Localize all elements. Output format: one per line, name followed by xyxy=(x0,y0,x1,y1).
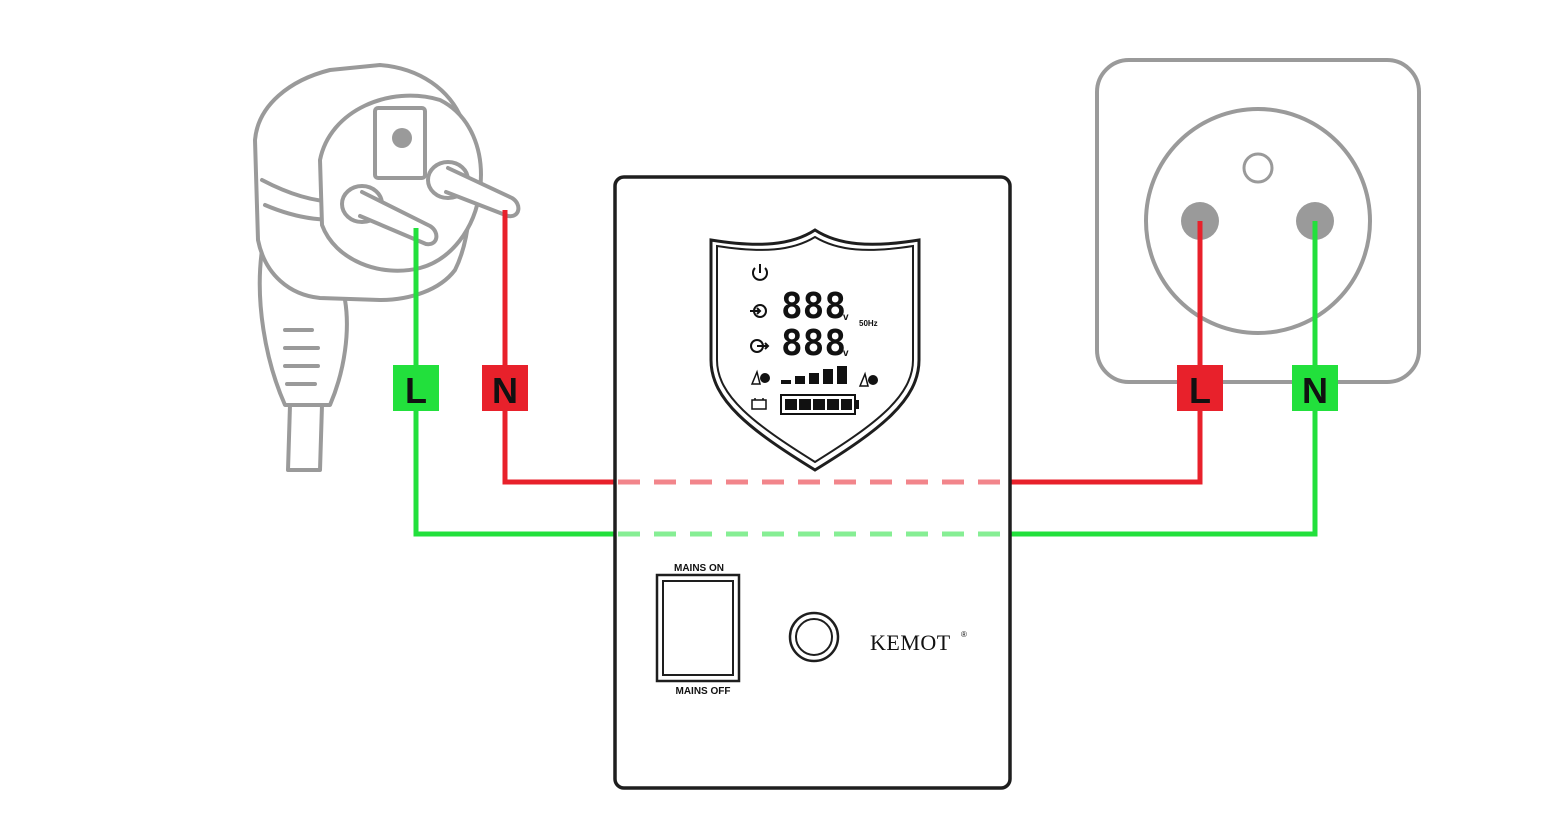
plug-illustration xyxy=(253,63,521,472)
battery-level-bar xyxy=(780,394,859,415)
load-icon xyxy=(858,371,878,387)
input-voltage-readout: 888 xyxy=(781,286,846,327)
live-wire xyxy=(502,210,1203,485)
frequency-label: 50Hz xyxy=(859,319,878,328)
plug-badge-l: L xyxy=(393,365,439,411)
output-voltage-readout: 888 xyxy=(781,323,846,364)
brand-logo: KEMOT xyxy=(870,630,951,655)
plug-earth-contact xyxy=(392,128,412,148)
lcd-shield xyxy=(709,228,921,472)
mains-switch[interactable] xyxy=(655,573,741,683)
svg-text:L: L xyxy=(405,370,427,411)
output-icon xyxy=(750,339,770,353)
output-voltage-unit: v xyxy=(843,348,849,359)
input-voltage-unit: v xyxy=(843,312,849,323)
brand-registered-mark: ® xyxy=(961,630,967,639)
socket-badge-l: L xyxy=(1177,365,1223,411)
battery-icon xyxy=(751,398,767,410)
svg-text:L: L xyxy=(1189,370,1211,411)
device-housing xyxy=(613,175,1012,790)
socket-badge-n: N xyxy=(1292,365,1338,411)
power-icon xyxy=(752,264,768,281)
load-level-bars xyxy=(781,366,847,384)
svg-text:N: N xyxy=(1302,370,1328,411)
plug-badge-n: N xyxy=(482,365,528,411)
round-button[interactable] xyxy=(788,611,840,663)
socket-illustration xyxy=(1095,58,1421,384)
svg-text:N: N xyxy=(492,370,518,411)
mains-on-label: MAINS ON xyxy=(674,563,724,574)
neutral-wire xyxy=(413,221,1318,537)
mains-off-label: MAINS OFF xyxy=(676,686,731,697)
load-icon xyxy=(750,369,770,385)
input-icon xyxy=(750,304,767,318)
